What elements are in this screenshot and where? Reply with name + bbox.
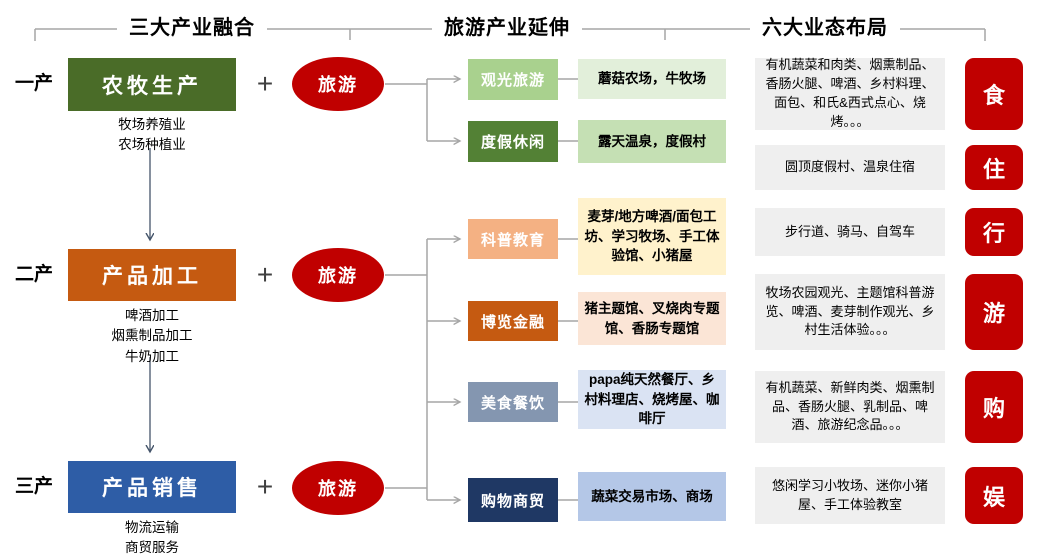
category-box-expo-finance: 博览金融 xyxy=(468,301,558,341)
section-header-industries: 三大产业融合 xyxy=(117,14,267,42)
layout-description-travel: 步行道、骑马、自驾车 xyxy=(755,208,945,256)
category-box-science-education: 科普教育 xyxy=(468,219,558,259)
example-box-food-dining: papa纯天然餐厅、乡村料理店、烧烤屋、咖啡厅 xyxy=(578,370,726,429)
layout-tag-food: 食 xyxy=(965,58,1023,130)
layout-tag-travel: 行 xyxy=(965,208,1023,256)
layout-tag-stay: 住 xyxy=(965,145,1023,190)
layout-tag-tour: 游 xyxy=(965,274,1023,350)
industry-box-agriculture: 农牧生产 xyxy=(68,58,236,111)
industry-sub-agriculture: 牧场养殖业 农场种植业 xyxy=(118,117,186,153)
example-box-vacation: 露天温泉，度假村 xyxy=(578,120,726,163)
example-box-sightseeing: 蘑菇农场，牛牧场 xyxy=(578,59,726,99)
layout-tag-entertainment: 娱 xyxy=(965,467,1023,524)
industry-box-sales: 产品销售 xyxy=(68,461,236,513)
section-header-tourism-extension: 旅游产业延伸 xyxy=(432,14,582,42)
tier-label-tertiary: 三产 xyxy=(14,476,53,497)
plus-sign-1: + xyxy=(256,68,274,99)
tier-label-secondary: 二产 xyxy=(14,264,53,285)
plus-sign-3: + xyxy=(256,471,274,502)
tourism-ellipse-3: 旅游 xyxy=(292,461,384,515)
industry-box-processing: 产品加工 xyxy=(68,249,236,301)
industry-sub-sales: 物流运输 商贸服务 xyxy=(125,520,179,555)
section-header-business-layout: 六大业态布局 xyxy=(750,14,900,42)
industry-sub-processing: 啤酒加工 烟熏制品加工 牛奶加工 xyxy=(111,308,193,364)
layout-description-food: 有机蔬菜和肉类、烟熏制品、香肠火腿、啤酒、乡村料理、面包、和氏&西式点心、烧烤。… xyxy=(755,57,945,130)
example-box-expo-finance: 猪主题馆、叉烧肉专题馆、香肠专题馆 xyxy=(578,292,726,345)
tourism-ellipse-2: 旅游 xyxy=(292,248,384,302)
category-box-vacation: 度假休闲 xyxy=(468,121,558,162)
example-box-shopping-trade: 蔬菜交易市场、商场 xyxy=(578,472,726,521)
layout-tag-shopping: 购 xyxy=(965,371,1023,443)
category-box-food-dining: 美食餐饮 xyxy=(468,382,558,422)
tier-label-primary: 一产 xyxy=(14,73,53,94)
tourism-ellipse-1: 旅游 xyxy=(292,57,384,111)
plus-sign-2: + xyxy=(256,259,274,290)
category-box-shopping-trade: 购物商贸 xyxy=(468,478,558,522)
example-box-science-education: 麦芽/地方啤酒/面包工坊、学习牧场、手工体验馆、小猪屋 xyxy=(578,198,726,275)
layout-description-shopping: 有机蔬菜、新鲜肉类、烟熏制品、香肠火腿、乳制品、啤酒、旅游纪念品。。。 xyxy=(755,371,945,443)
layout-description-tour: 牧场农园观光、主题馆科普游览、啤酒、麦芽制作观光、乡村生活体验。。。 xyxy=(755,274,945,350)
layout-description-stay: 圆顶度假村、温泉住宿 xyxy=(755,145,945,190)
category-box-sightseeing: 观光旅游 xyxy=(468,59,558,100)
layout-description-entertainment: 悠闲学习小牧场、迷你小猪屋、手工体验教室 xyxy=(755,467,945,524)
